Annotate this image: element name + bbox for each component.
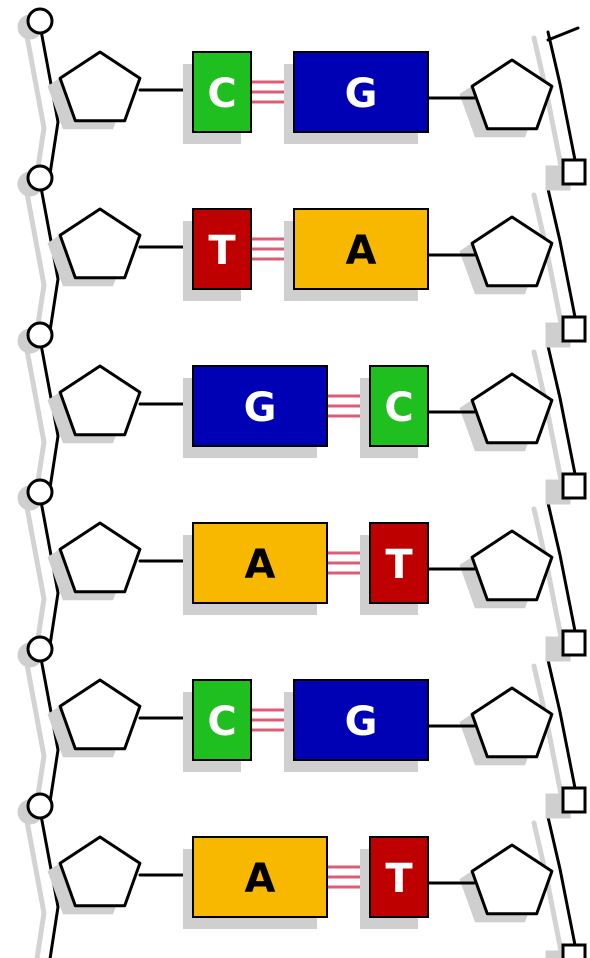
right-base-C: [369, 365, 429, 447]
right-sugar: [470, 215, 554, 288]
left-base-letter: A: [245, 856, 276, 902]
right-base-letter: G: [345, 71, 378, 117]
left-phosphate: [26, 321, 54, 349]
left-base-C: [192, 51, 252, 133]
right-base-letter: G: [345, 699, 378, 745]
left-sugar: [58, 521, 142, 594]
left-sugar: [58, 364, 142, 437]
left-base-letter: C: [207, 71, 236, 117]
left-base-G: [192, 365, 328, 447]
left-base-letter: T: [208, 228, 236, 274]
left-sugar: [58, 207, 142, 280]
left-base-letter: G: [244, 385, 277, 431]
left-backbone-line: [38, 23, 60, 958]
right-sugar: [470, 372, 554, 445]
right-base-letter: T: [385, 542, 413, 588]
right-phosphate: [561, 472, 587, 500]
right-backbone-top: [546, 26, 580, 42]
right-base-letter: C: [384, 385, 413, 431]
right-sugar: [470, 843, 554, 916]
right-phosphate: [561, 158, 587, 186]
left-backbone-shadow: [23, 28, 47, 958]
left-phosphate: [26, 164, 54, 192]
right-phosphate: [561, 943, 587, 958]
right-backbone-line: [546, 30, 577, 947]
left-phosphate: [26, 478, 54, 506]
right-base-letter: A: [346, 228, 377, 274]
left-base-letter: C: [207, 699, 236, 745]
right-base-G: [293, 51, 429, 133]
right-phosphate: [561, 786, 587, 814]
left-base-letter: A: [245, 542, 276, 588]
left-phosphate: [26, 792, 54, 820]
left-sugar: [58, 50, 142, 123]
right-phosphate-shadow: [545, 950, 571, 958]
right-phosphate: [561, 629, 587, 657]
right-base-letter: T: [385, 856, 413, 902]
right-sugar: [470, 529, 554, 602]
right-phosphate: [561, 315, 587, 343]
left-sugar: [58, 835, 142, 908]
right-base-A: [293, 208, 429, 290]
right-base-T: [369, 836, 429, 918]
left-base-A: [192, 836, 328, 918]
right-base-T: [369, 522, 429, 604]
right-sugar: [470, 58, 554, 131]
left-sugar: [58, 678, 142, 751]
left-base-T: [192, 208, 252, 290]
right-sugar: [470, 686, 554, 759]
left-backbone: [23, 23, 60, 958]
right-base-G: [293, 679, 429, 761]
left-base-A: [192, 522, 328, 604]
left-base-C: [192, 679, 252, 761]
left-phosphate: [26, 635, 54, 663]
left-phosphate: [26, 7, 54, 35]
